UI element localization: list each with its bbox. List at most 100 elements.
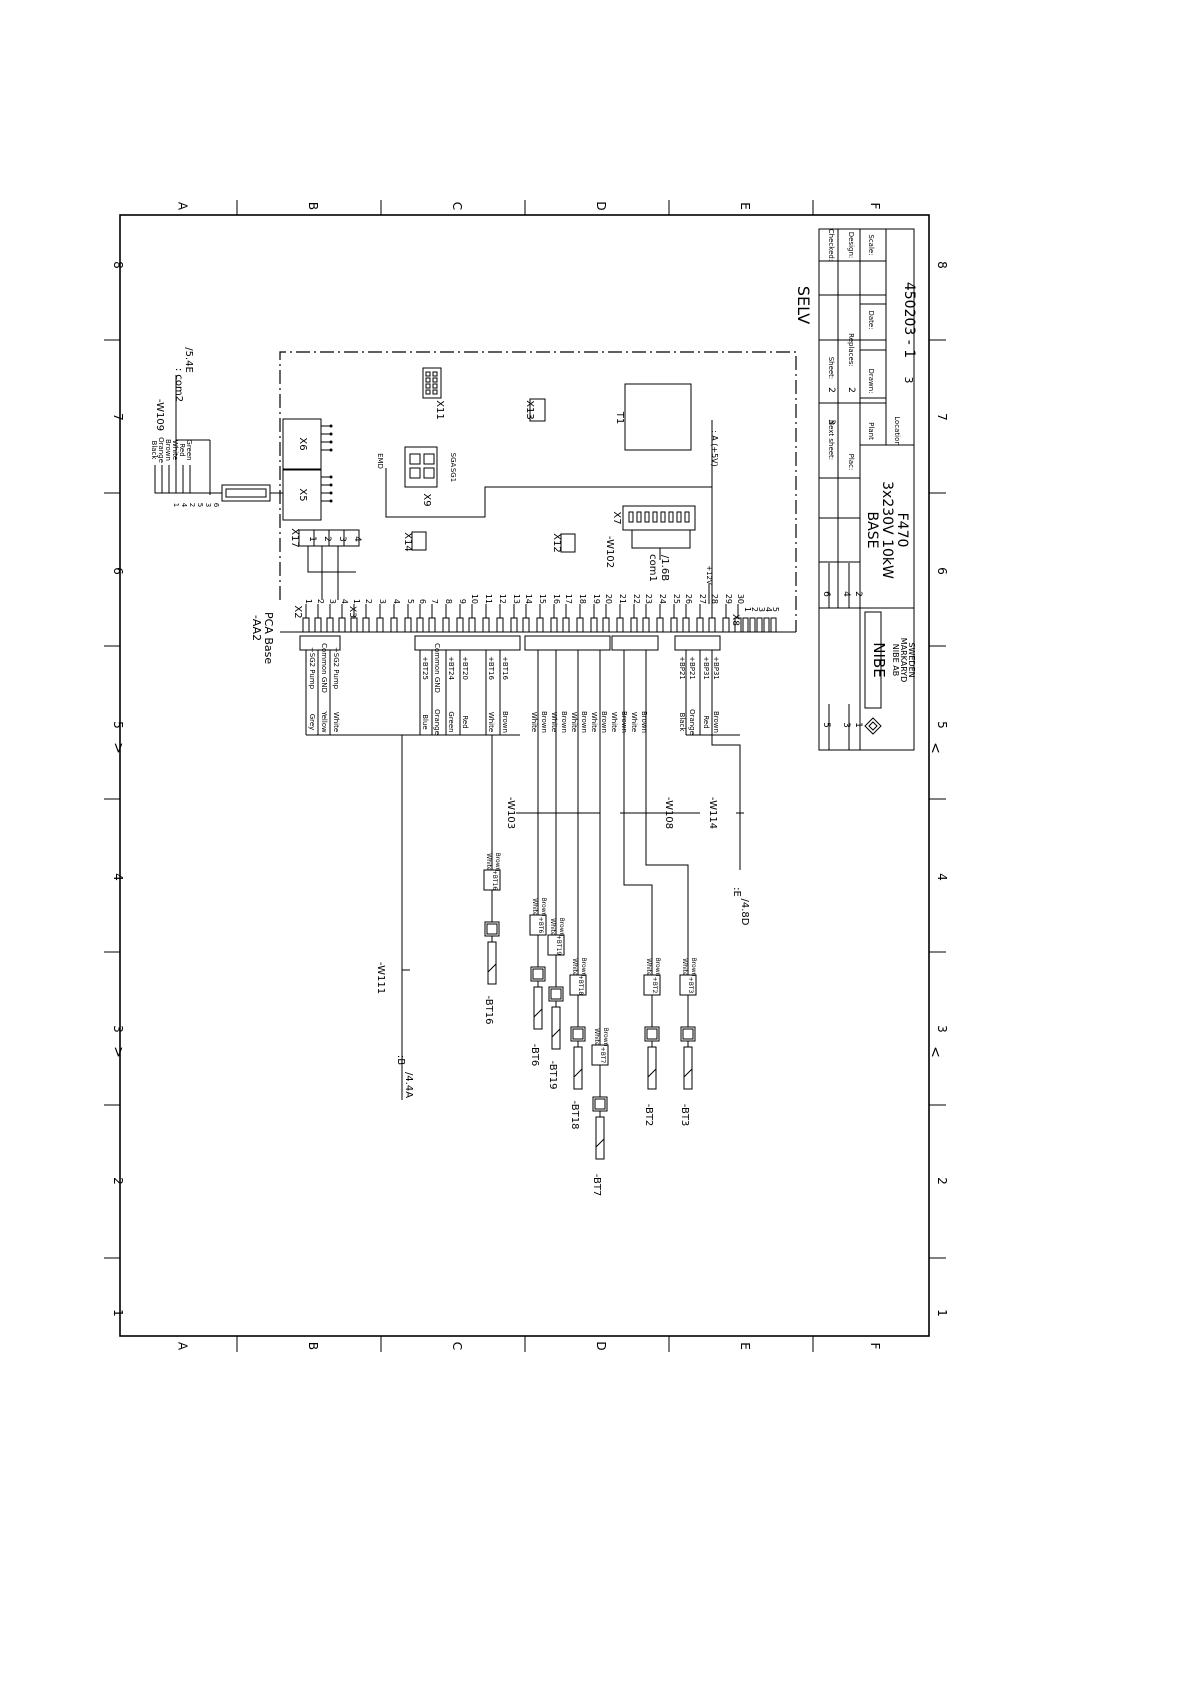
tb-date-label: Date: bbox=[867, 310, 875, 329]
w109-plug-inner bbox=[225, 488, 267, 498]
w114-color: Brown bbox=[712, 711, 720, 733]
title-block: Checked:Design:Scale:Sheet:2Replaces:2Da… bbox=[818, 228, 917, 751]
w109-pin: 5 bbox=[196, 503, 204, 507]
x9-sg1: SG1 bbox=[449, 468, 457, 482]
x2-pin-number: 13 bbox=[512, 594, 521, 604]
mid-color: Brown bbox=[580, 711, 588, 733]
x2-pin-number: 22 bbox=[632, 594, 641, 604]
row-number-left: 2 bbox=[111, 1177, 125, 1185]
x7-pin bbox=[684, 511, 690, 523]
col-letter-top: C bbox=[450, 202, 464, 210]
sensor-tag: +BT18 bbox=[577, 975, 584, 996]
w111-color: Grey bbox=[308, 714, 316, 731]
row-number-right: 8 bbox=[935, 261, 949, 269]
plug-housing bbox=[611, 635, 659, 651]
connector-x9 bbox=[404, 446, 438, 488]
x2-pin-number: 5 bbox=[406, 599, 415, 604]
x2-terminal bbox=[482, 617, 490, 633]
sensor-wire-color: Brown bbox=[540, 898, 547, 917]
x7-pin bbox=[676, 511, 682, 523]
x17-pin: 2 bbox=[322, 536, 332, 542]
x2-pin-number: 15 bbox=[538, 594, 547, 604]
x2-pin-number: 8 bbox=[444, 599, 453, 604]
x9-trace bbox=[385, 468, 713, 604]
logo-diamond-inner bbox=[868, 721, 878, 731]
x8-pin: 2 bbox=[750, 607, 759, 612]
logo-diamond bbox=[864, 717, 882, 735]
com2-ref: /5.4E bbox=[183, 347, 194, 373]
pin-dot bbox=[329, 448, 333, 452]
w109-wire bbox=[168, 465, 222, 494]
x2-pin-number: 20 bbox=[604, 594, 613, 604]
row-number-right: 3 bbox=[935, 1025, 949, 1033]
cable-w108: -W108 bbox=[663, 797, 674, 829]
w114-signal: +BP21 bbox=[688, 656, 696, 680]
col-letter-top: E bbox=[738, 202, 752, 210]
x2-pin-number: 4 bbox=[392, 599, 401, 604]
row-number-left: 6 bbox=[111, 567, 125, 575]
com2-label: : com2 bbox=[173, 368, 184, 402]
mid-color: Brown bbox=[600, 711, 608, 733]
sensor-tag: +BT3 bbox=[687, 977, 694, 994]
row-number-right: 5 bbox=[935, 721, 949, 729]
x13-label: X13 bbox=[524, 400, 535, 420]
tb-scale-label: Scale: bbox=[867, 234, 875, 255]
x2-terminal bbox=[590, 617, 598, 633]
x17-pin: 3 bbox=[337, 536, 347, 542]
pin-dot bbox=[329, 499, 333, 503]
x2-pin-number: 30 bbox=[736, 594, 745, 604]
pin-dot bbox=[329, 432, 333, 436]
fold-mark: > bbox=[110, 1046, 126, 1058]
x2-pin-number: 26 bbox=[684, 594, 693, 604]
sensor-wire-color: White bbox=[485, 853, 492, 871]
x17-pin: 1 bbox=[307, 536, 317, 542]
sensor-body bbox=[551, 1006, 561, 1050]
sensor-connector-inner bbox=[486, 923, 498, 935]
nibe-logo: NIBE bbox=[864, 611, 888, 735]
mid-color: Brown bbox=[540, 711, 548, 733]
w103-color: Red bbox=[461, 715, 469, 728]
pin-dot bbox=[329, 424, 333, 428]
sensor-body bbox=[487, 941, 497, 985]
x7-pin bbox=[636, 511, 642, 523]
w114-signal: +BP21 bbox=[678, 656, 686, 680]
w114-trunk bbox=[711, 735, 741, 870]
x2-pin-number: 23 bbox=[644, 594, 653, 604]
title-block-frame bbox=[818, 228, 915, 751]
w109-wire bbox=[161, 465, 222, 494]
x7-pin bbox=[644, 511, 650, 523]
logo-wordmark: NIBE bbox=[870, 642, 888, 677]
sensor-body bbox=[595, 1116, 605, 1160]
sensor-wire-color: White bbox=[681, 958, 688, 976]
sensor-tag: +BT7 bbox=[599, 1047, 606, 1064]
inner-frame bbox=[119, 214, 930, 1337]
x2-terminal bbox=[562, 617, 570, 633]
tb-location-label: Location bbox=[893, 416, 901, 446]
sensor-body bbox=[533, 986, 543, 1030]
w111-signal: +SG2 Pump bbox=[332, 647, 340, 690]
row-number-left: 1 bbox=[111, 1309, 125, 1317]
x2-terminal bbox=[630, 617, 638, 633]
x2-terminal bbox=[522, 617, 530, 633]
x2-pin-number: 7 bbox=[430, 599, 439, 604]
x2-terminal bbox=[682, 617, 690, 633]
w109-wire bbox=[154, 465, 222, 494]
sensor-connector-inner bbox=[594, 1098, 606, 1110]
cable-w111: -W111 bbox=[375, 962, 386, 994]
sensor-tag: +BT2 bbox=[651, 977, 658, 994]
x2-terminal bbox=[350, 617, 358, 633]
x12-label: X12 bbox=[551, 533, 562, 553]
x2-terminal bbox=[404, 617, 412, 633]
x2-pin-number: 3 bbox=[328, 599, 337, 604]
plug-housing bbox=[414, 635, 521, 651]
x7-pin bbox=[660, 511, 666, 523]
sensor-wire-color: Brown bbox=[654, 958, 661, 977]
x8-pin: 3 bbox=[757, 607, 766, 612]
x8-terminal bbox=[763, 617, 770, 633]
bt2-lead bbox=[623, 735, 653, 975]
sensor-connector-inner bbox=[682, 1028, 694, 1040]
sensor-name: -BT19 bbox=[547, 1061, 558, 1090]
com1-label: com1 bbox=[647, 554, 658, 582]
